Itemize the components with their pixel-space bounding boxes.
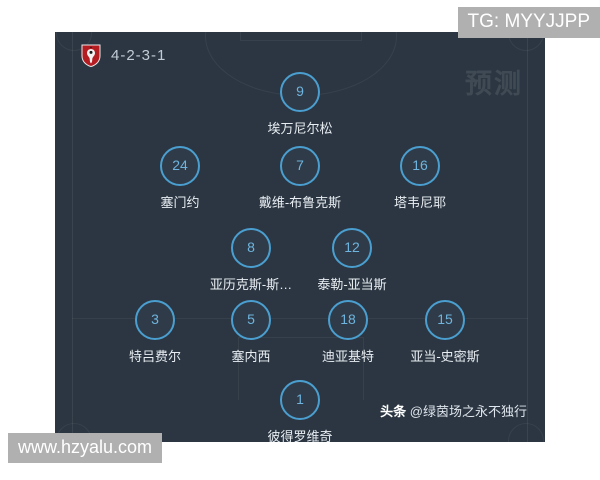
jersey-number: 18 <box>328 300 368 340</box>
jersey-number: 1 <box>280 380 320 420</box>
jersey-number: 8 <box>231 228 271 268</box>
pitch-panel: 4-2-3-1 预测 9 埃万尼尔松 24 塞门约 7 戴维-布鲁克斯 16 塔… <box>55 32 545 442</box>
jersey-number: 5 <box>231 300 271 340</box>
pitch-goal-area-bottom <box>238 337 364 400</box>
player-name: 泰勒-亚当斯 <box>317 277 387 292</box>
player-name: 塞门约 <box>160 195 200 210</box>
player-slot[interactable]: 8 亚历克斯-斯… <box>191 228 311 293</box>
player-slot[interactable]: 16 塔韦尼耶 <box>360 146 480 211</box>
pitch-sideline-right <box>527 32 528 442</box>
player-slot[interactable]: 9 埃万尼尔松 <box>240 72 360 137</box>
jersey-number: 16 <box>400 146 440 186</box>
jersey-number: 7 <box>280 146 320 186</box>
formation-header: 4-2-3-1 <box>81 44 166 67</box>
tg-banner: TG: MYYJJPP <box>457 7 600 38</box>
player-slot[interactable]: 3 特吕费尔 <box>95 300 215 365</box>
player-slot[interactable]: 7 戴维-布鲁克斯 <box>240 146 360 211</box>
player-slot[interactable]: 15 亚当-史密斯 <box>385 300 505 365</box>
attribution-brand: 头条 <box>380 404 407 419</box>
jersey-number: 9 <box>280 72 320 112</box>
pitch-corner-arc-bottom-right <box>508 423 544 442</box>
player-slot[interactable]: 18 迪亚基特 <box>288 300 408 365</box>
jersey-number: 12 <box>332 228 372 268</box>
player-name: 塔韦尼耶 <box>393 195 446 210</box>
prediction-watermark: 预测 <box>465 69 523 99</box>
player-slot[interactable]: 24 塞门约 <box>120 146 240 211</box>
jersey-number: 15 <box>425 300 465 340</box>
attribution: 头条 @绿茵场之永不独行 <box>380 401 527 420</box>
site-watermark-banner: www.hzyalu.com <box>8 433 163 463</box>
player-slot[interactable]: 12 泰勒-亚当斯 <box>292 228 412 293</box>
jersey-number: 3 <box>135 300 175 340</box>
pitch-sideline-left <box>72 32 73 442</box>
player-slot[interactable]: 1 彼得罗维奇 <box>240 380 360 442</box>
player-name: 彼得罗维奇 <box>267 429 333 442</box>
pitch-box-top <box>240 32 362 41</box>
formation-label: 4-2-3-1 <box>111 47 167 64</box>
player-slot[interactable]: 5 塞内西 <box>191 300 311 365</box>
bournemouth-crest-icon <box>81 44 101 67</box>
pitch-midline <box>72 318 528 319</box>
player-name: 戴维-布鲁克斯 <box>258 195 342 210</box>
jersey-number: 24 <box>160 146 200 186</box>
attribution-handle: @绿茵场之永不独行 <box>409 404 527 419</box>
player-name: 亚当-史密斯 <box>410 349 480 364</box>
player-name: 埃万尼尔松 <box>267 121 333 136</box>
